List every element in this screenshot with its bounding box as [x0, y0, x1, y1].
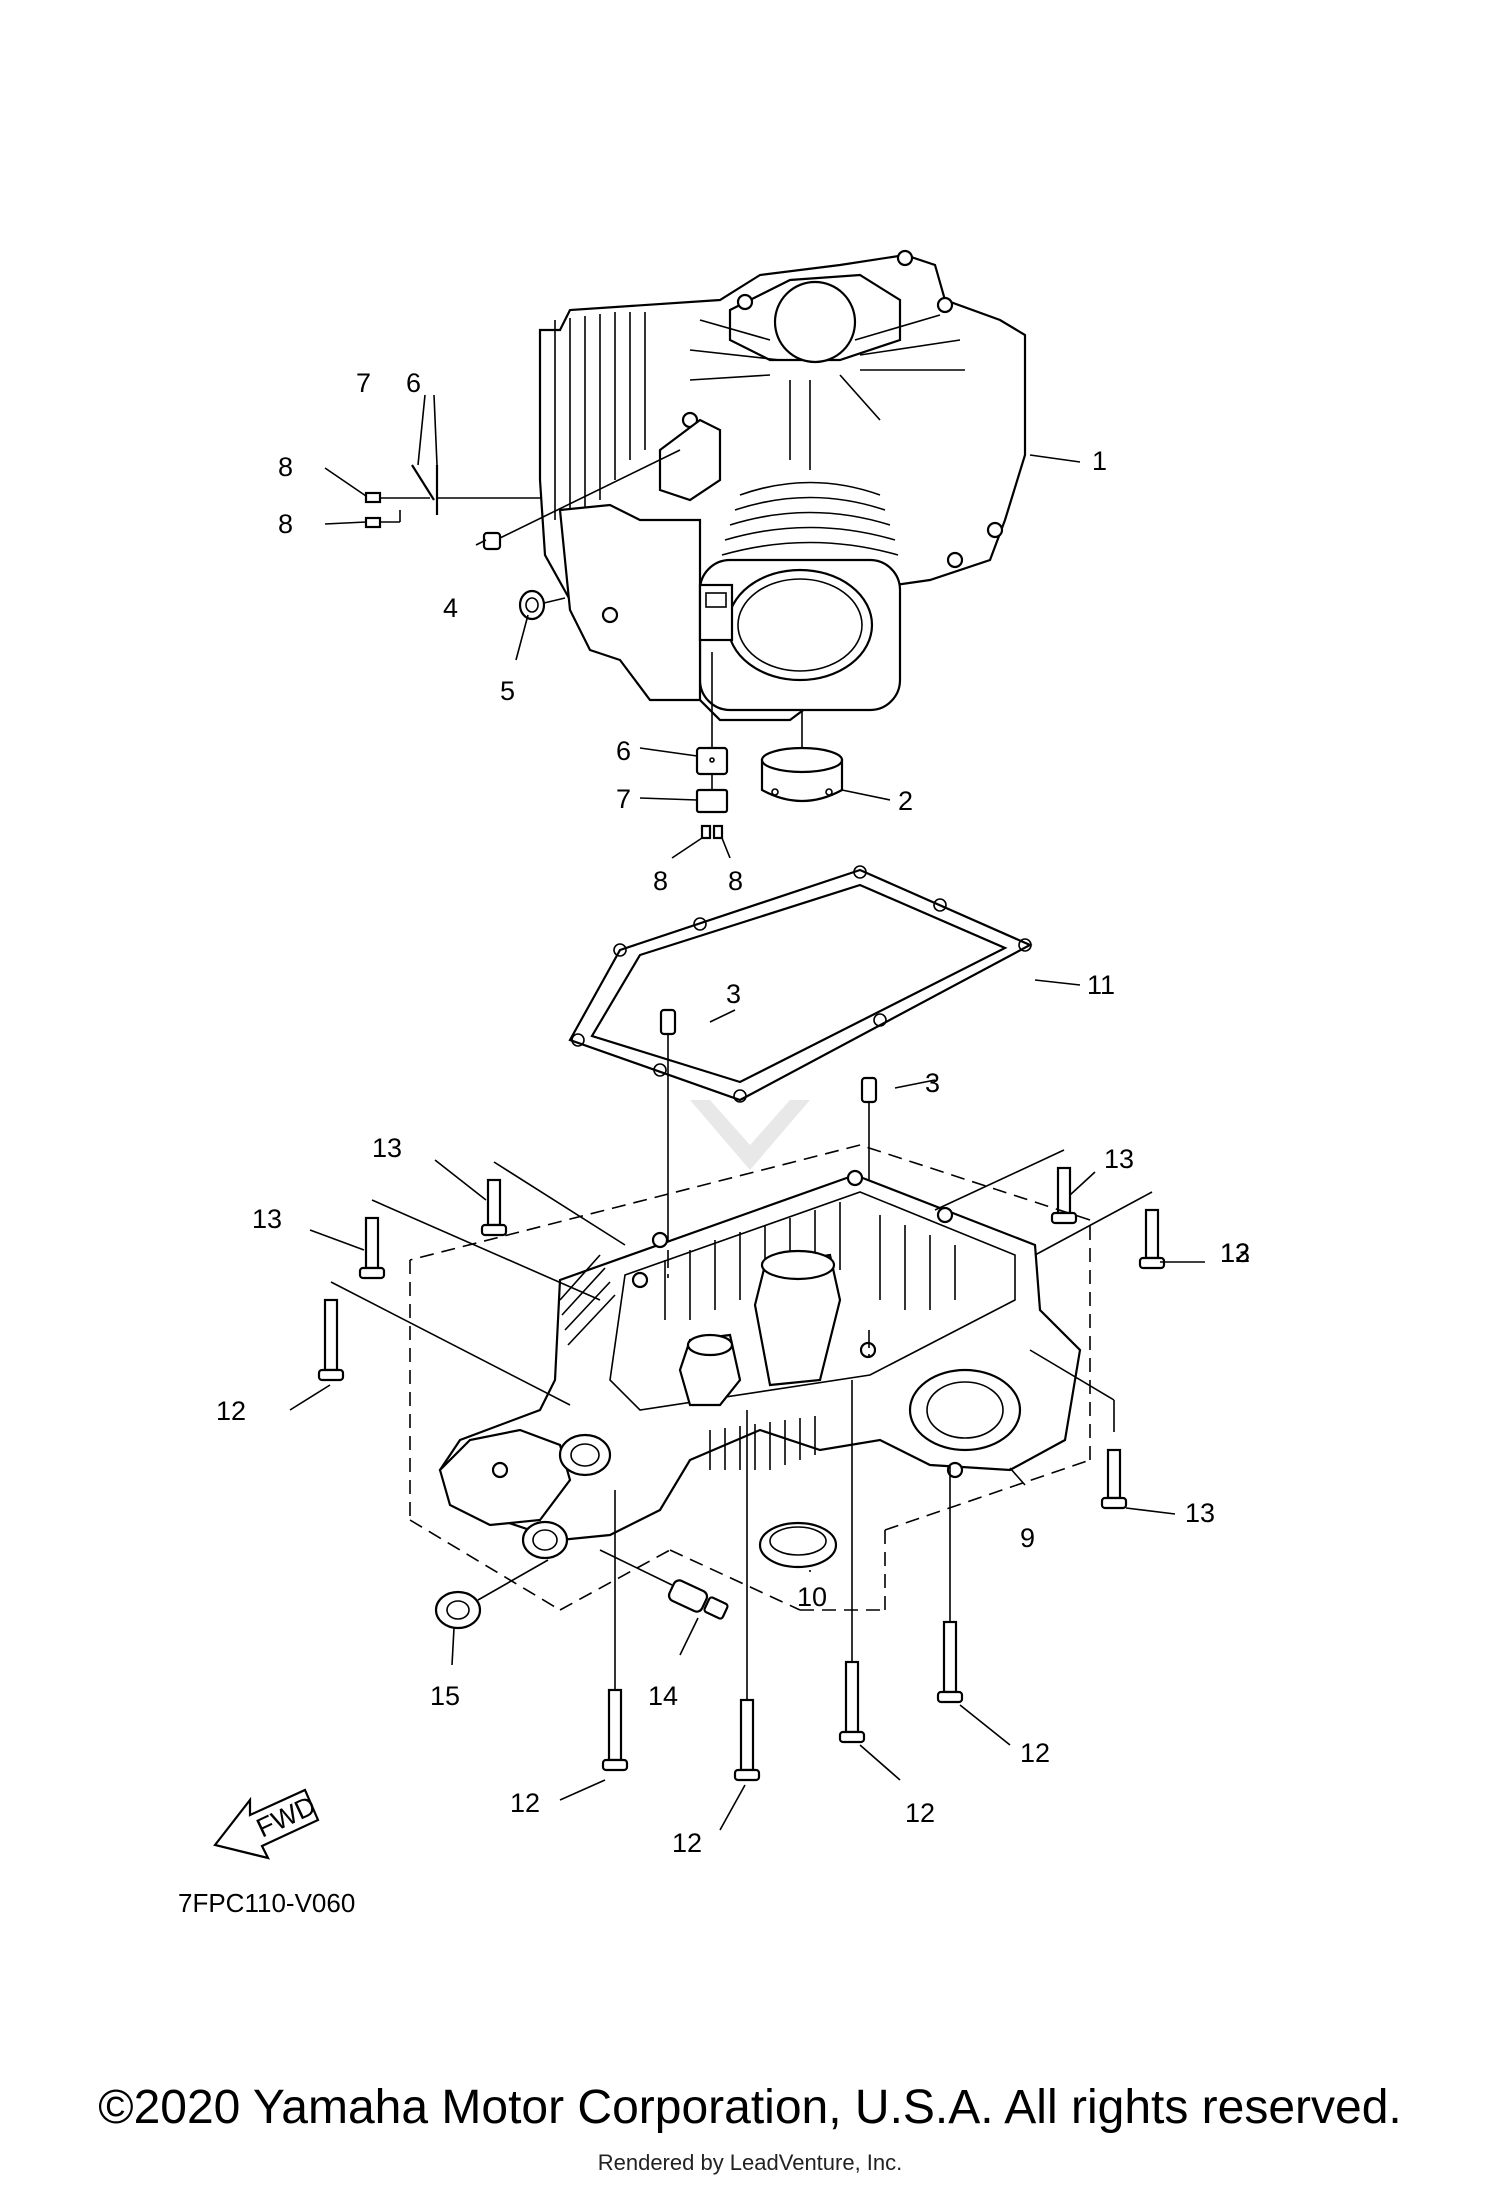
callout-6a: 6	[406, 368, 421, 398]
callout-14: 14	[648, 1681, 678, 1711]
copyright-notice: ©2020 Yamaha Motor Corporation, U.S.A. A…	[98, 2081, 1402, 2134]
callout-3b: 3	[925, 1068, 940, 1098]
callout-15: 15	[430, 1681, 460, 1711]
callout-5: 5	[500, 676, 515, 706]
callout-13e: 13	[1220, 1238, 1250, 1268]
callout-12b: 12	[510, 1788, 540, 1818]
diagram-code: 7FPC110-V060	[178, 1888, 356, 1918]
callout-3a: 3	[726, 979, 741, 1009]
callout-9: 9	[1020, 1523, 1035, 1553]
callout-8b: 8	[278, 509, 293, 539]
callout-1: 1	[1092, 446, 1107, 476]
callout-leaders	[289, 394, 1205, 1831]
rendered-by-credit: Rendered by LeadVenture, Inc.	[597, 2150, 903, 2175]
fwd-arrow-icon: FWD	[213, 1788, 320, 1860]
callout-13c: 13	[1104, 1144, 1134, 1174]
callout-8c: 8	[653, 866, 668, 896]
dowel-pin-a	[659, 1008, 677, 1250]
fitting-4	[482, 449, 681, 551]
callout-4: 4	[443, 593, 458, 623]
oil-pan-assembly	[438, 1169, 1082, 1560]
callout-8a: 8	[278, 452, 293, 482]
bolts	[317, 1166, 1166, 1782]
callout-12c: 12	[672, 1828, 702, 1858]
callout-numbers: 1 2 3 3 4 5 6 6 7 7 8 8 8 8 9 10 11 12 1…	[216, 368, 1250, 1858]
callout-12e: 12	[1020, 1738, 1050, 1768]
crankcase-assembly	[538, 249, 1027, 722]
callout-13a: 13	[372, 1133, 402, 1163]
fitting-5	[518, 589, 566, 621]
callout-12a: 12	[216, 1396, 246, 1426]
oil-level-sensor	[599, 1549, 729, 1620]
callout-12f: 12	[1220, 1238, 1250, 1268]
callout-12d: 12	[905, 1798, 935, 1828]
cylinder-ring	[760, 710, 844, 803]
cover-plate-upper	[364, 464, 542, 529]
callout-13b: 13	[252, 1204, 282, 1234]
callout-7a: 7	[356, 368, 371, 398]
callout-7b: 7	[616, 784, 631, 814]
drain-plug	[434, 1559, 549, 1630]
assembly-lines	[330, 1144, 1153, 1700]
crankcase-gasket	[568, 865, 1033, 1103]
callout-6b: 6	[616, 736, 631, 766]
sensor-plate-middle	[695, 652, 729, 840]
callout-8d: 8	[728, 866, 743, 896]
callout-11: 11	[1087, 970, 1115, 1000]
callout-10: 10	[797, 1582, 827, 1612]
oil-seal	[758, 1521, 838, 1569]
callout-2: 2	[898, 786, 913, 816]
callout-13d: 13	[1185, 1498, 1215, 1528]
